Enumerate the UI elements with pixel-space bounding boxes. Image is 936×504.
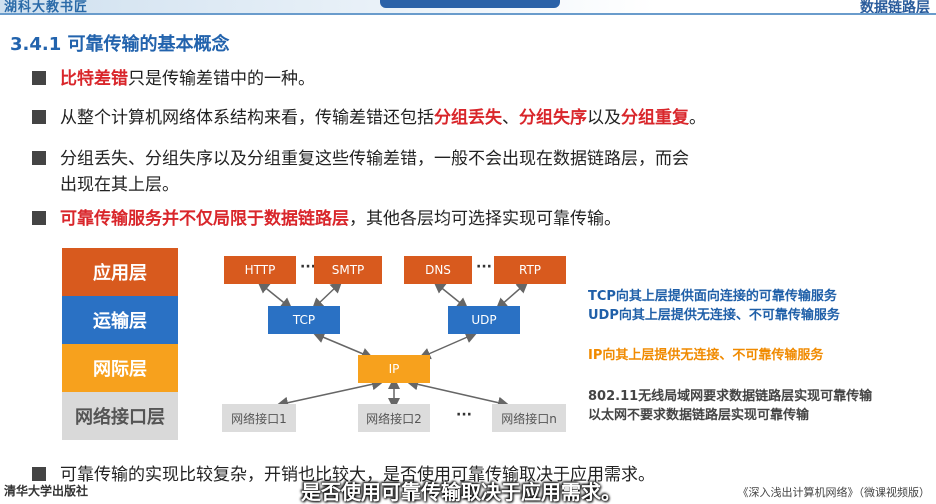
interface-n: 网络接口n	[492, 404, 566, 432]
bullet-4-text: ，其他各层均可选择实现可靠传输。	[349, 209, 621, 229]
ip-note: IP向其上层提供无连接、不可靠传输服务	[588, 348, 824, 363]
bullet-3-line-2: 出现在其上层。	[60, 175, 179, 195]
bullet-4-emphasis: 可靠传输服务并不仅局限于数据链路层	[60, 209, 349, 229]
bullet-5: 可靠传输的实现比较复杂，开销也比较大，是否使用可靠传输取决于应用需求。	[32, 460, 655, 485]
bullet-2-sep: 以及	[587, 108, 621, 128]
bullet-2-sep: 、	[502, 108, 519, 128]
ellipsis: ···	[300, 259, 316, 275]
layer-network: 网际层	[62, 344, 178, 392]
protocol-dns: DNS	[404, 256, 472, 284]
protocol-smtp: SMTP	[314, 256, 382, 284]
transport-notes: TCP向其上层提供面向连接的可靠传输服务 UDP向其上层提供无连接、不可靠传输服…	[588, 287, 840, 325]
book-title: 《深入浅出计算机网络》（微课视频版）	[737, 486, 931, 499]
protocol-http: HTTP	[224, 256, 296, 284]
protocol-udp: UDP	[448, 306, 520, 334]
protocol-rtp: RTP	[494, 256, 566, 284]
bullet-1: 比特差错只是传输差错中的一种。	[32, 66, 315, 92]
bullet-square-icon	[32, 110, 46, 124]
bullet-4: 可靠传输服务并不仅局限于数据链路层，其他各层均可选择实现可靠传输。	[32, 206, 621, 232]
layer-transport: 运输层	[62, 296, 178, 344]
chapter-banner	[380, 0, 560, 8]
video-subtitle: 是否使用可靠传输取决于应用需求。	[301, 480, 621, 504]
chapter-label: 数据链路层	[860, 0, 930, 16]
bullet-square-icon	[32, 71, 46, 85]
section-title: 3.4.1 可靠传输的基本概念	[10, 34, 230, 55]
channel-name: 湖科大教书匠	[4, 0, 89, 15]
bullet-2-packet-duplicate: 分组重复	[621, 108, 689, 128]
link-notes: 802.11无线局域网要求数据链路层实现可靠传输 以太网不要求数据链路层实现可靠…	[588, 387, 872, 425]
layer-application: 应用层	[62, 248, 178, 296]
ellipsis: ···	[476, 259, 492, 275]
publisher-logo: 清华大学出版社	[4, 484, 89, 498]
protocol-tcp: TCP	[268, 306, 340, 334]
protocol-ip: IP	[358, 355, 430, 383]
bullet-1-text: 只是传输差错中的一种。	[128, 69, 315, 89]
ellipsis: ···	[456, 407, 472, 423]
wifi-note: 802.11无线局域网要求数据链路层实现可靠传输	[588, 389, 873, 404]
bullet-2-end: 。	[689, 108, 706, 128]
layer-link: 网络接口层	[62, 392, 178, 440]
header-divider	[0, 13, 936, 15]
bullet-2: 从整个计算机网络体系结构来看，传输差错还包括分组丢失、分组失序以及分组重复。	[32, 105, 706, 131]
udp-note: UDP向其上层提供无连接、不可靠传输服务	[588, 308, 840, 323]
tcp-note: TCP向其上层提供面向连接的可靠传输服务	[588, 289, 837, 304]
bullet-5-text: 可靠传输的实现比较复杂，开销也比较大，是否使用可靠传输取决于应用需求。	[60, 465, 655, 485]
bullet-square-icon	[32, 467, 46, 481]
bullet-2-packet-disorder: 分组失序	[519, 108, 587, 128]
bullet-square-icon	[32, 211, 46, 225]
bullet-3-line-1: 分组丢失、分组失序以及分组重复这些传输差错，一般不会出现在数据链路层，而会	[60, 149, 689, 169]
bullet-2-packet-loss: 分组丢失	[434, 108, 502, 128]
bullet-1-emphasis: 比特差错	[60, 69, 128, 89]
bullet-3: 分组丢失、分组失序以及分组重复这些传输差错，一般不会出现在数据链路层，而会 出现…	[32, 146, 689, 198]
interface-1: 网络接口1	[222, 404, 296, 432]
bullet-square-icon	[32, 151, 46, 165]
interface-2: 网络接口2	[358, 404, 430, 432]
ethernet-note: 以太网不要求数据链路层实现可靠传输	[588, 408, 810, 423]
bullet-2-text: 从整个计算机网络体系结构来看，传输差错还包括	[60, 108, 434, 128]
